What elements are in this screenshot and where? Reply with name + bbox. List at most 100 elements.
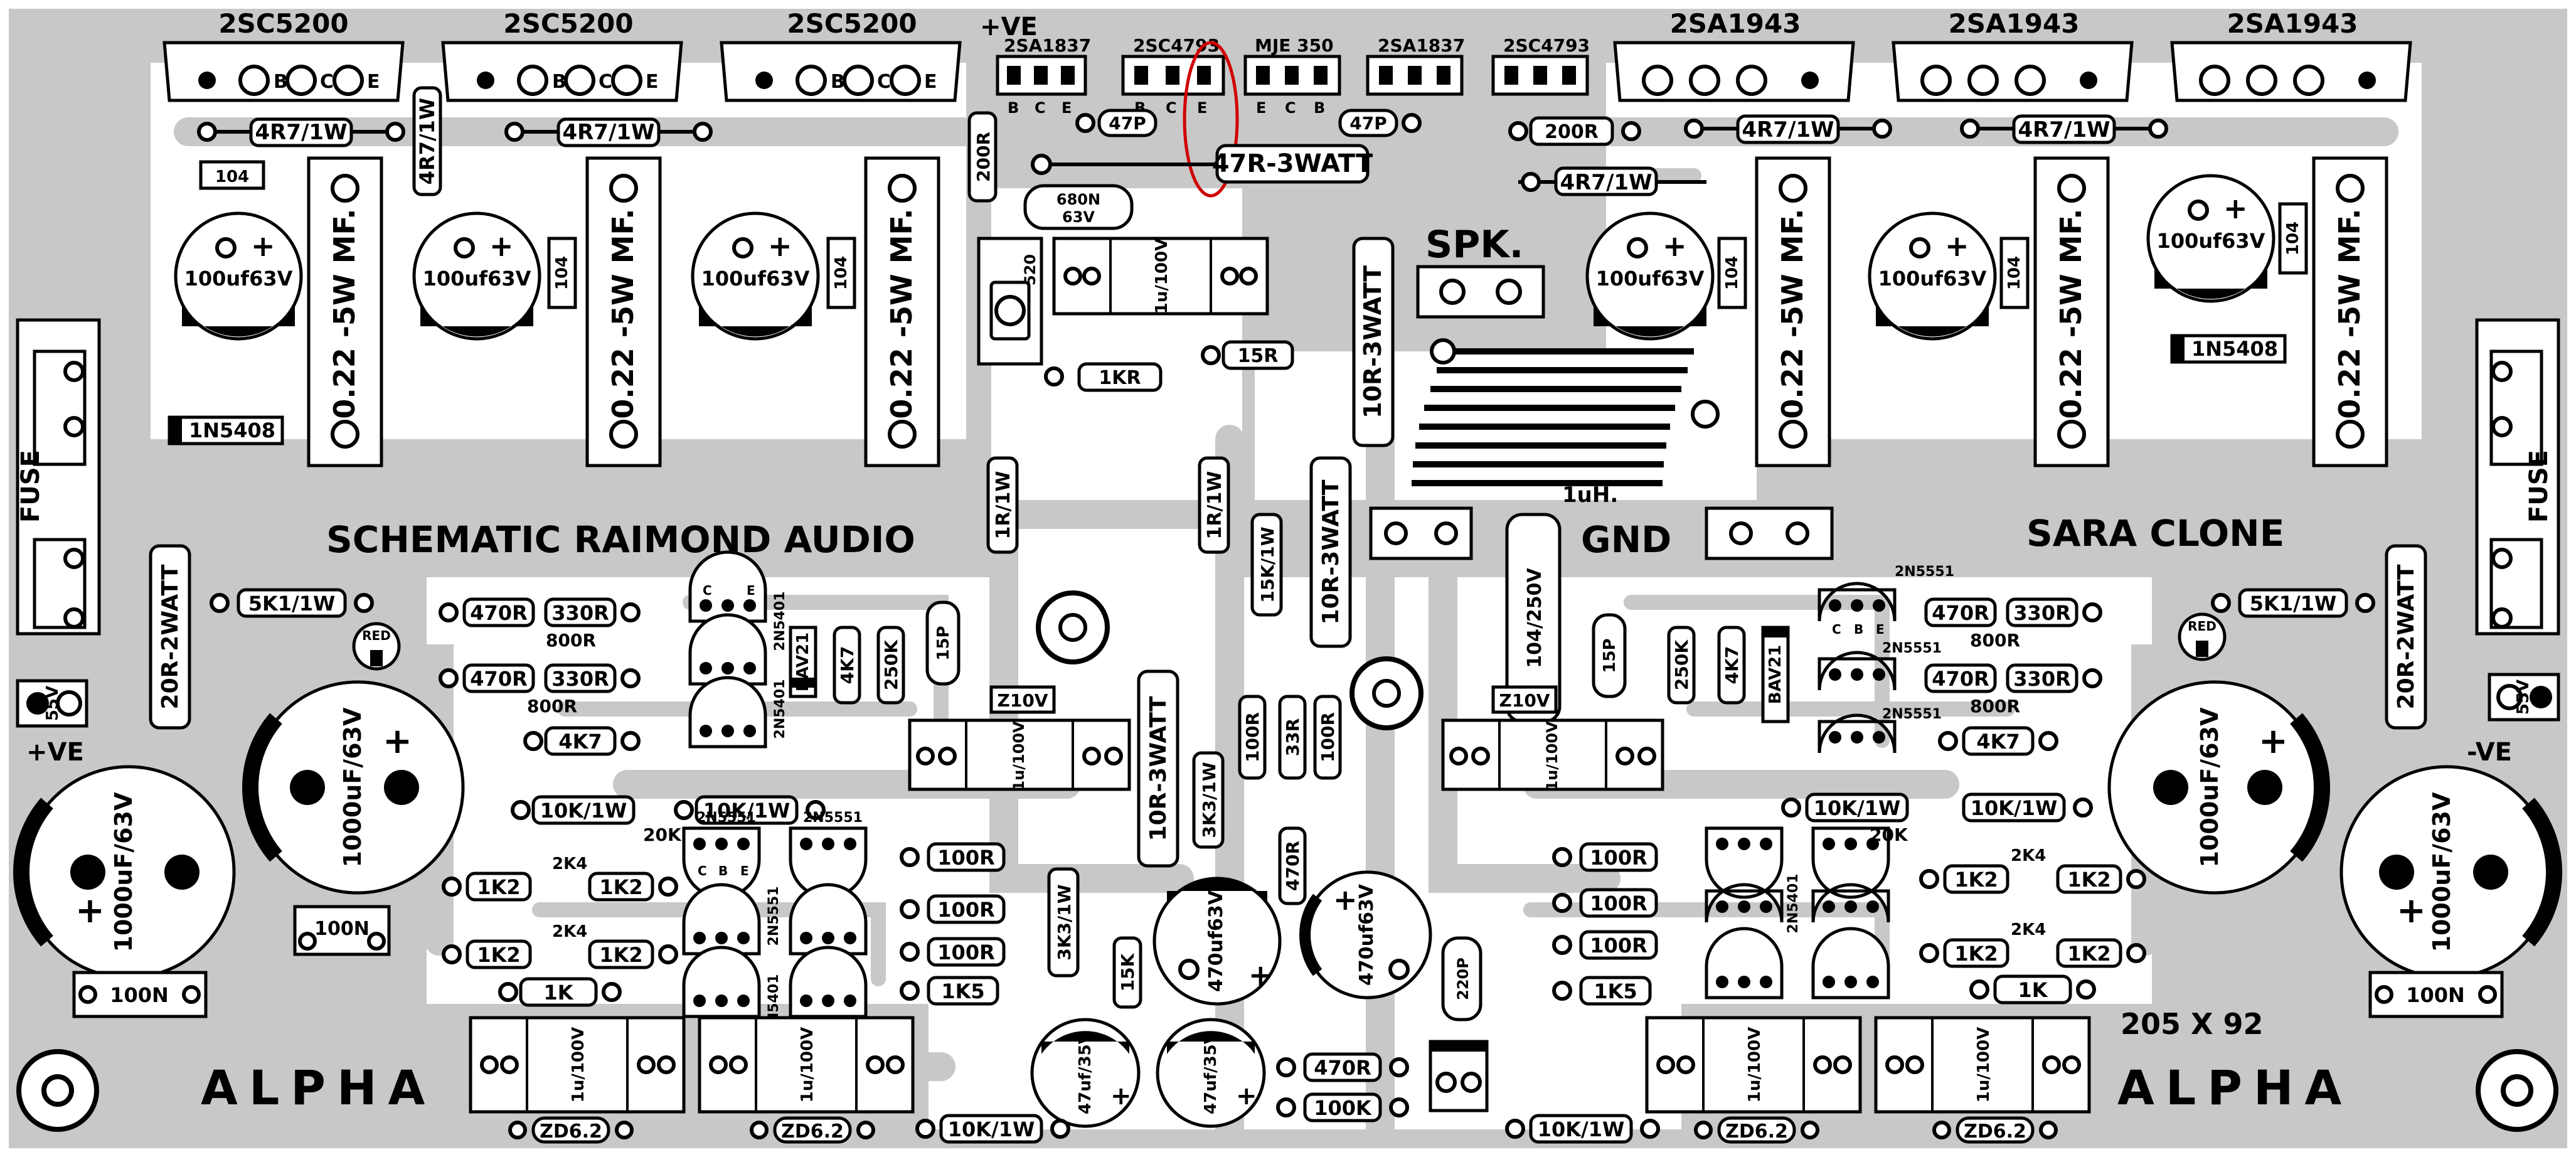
- svg-text:0.22 -5W MF.: 0.22 -5W MF.: [606, 208, 640, 419]
- svg-text:330R: 330R: [551, 601, 609, 625]
- svg-text:104: 104: [832, 256, 851, 290]
- svg-text:250K: 250K: [1671, 639, 1692, 690]
- svg-text:2SC4793: 2SC4793: [1133, 35, 1220, 56]
- svg-text:4K7: 4K7: [1722, 646, 1742, 685]
- svg-text:470R: 470R: [1932, 667, 1989, 691]
- gnd-terminal-right: [1705, 506, 1834, 560]
- driver-2sa1837-1: 2SA1837 B C E: [996, 35, 1091, 117]
- svg-text:1u/100V: 1u/100V: [798, 1027, 817, 1103]
- svg-text:100K: 100K: [1314, 1096, 1372, 1120]
- fuse-left: FUSE: [16, 318, 101, 636]
- svg-text:Z10V: Z10V: [1499, 690, 1550, 711]
- svg-text:10K/1W: 10K/1W: [1971, 796, 2058, 820]
- svg-text:470R: 470R: [470, 601, 527, 625]
- right-stage-resistors: 470R 330R 800R 470R 330R 800R 4K7 10K/1W…: [1781, 597, 2146, 1005]
- svg-text:47P: 47P: [1349, 113, 1387, 134]
- svg-text:1u/100V: 1u/100V: [569, 1027, 588, 1103]
- svg-text:1uH.: 1uH.: [1562, 483, 1618, 508]
- driver-2sc4793-2: 2SC4793: [1491, 35, 1590, 96]
- svg-text:C: C: [1166, 99, 1177, 117]
- svg-text:5K1/1W: 5K1/1W: [248, 592, 336, 616]
- svg-text:SPK.: SPK.: [1425, 223, 1523, 267]
- svg-text:4R7/1W: 4R7/1W: [415, 98, 439, 184]
- transistor-2sc5200-3: 2SC5200 B C E: [720, 8, 962, 102]
- svg-text:20R-2WATT: 20R-2WATT: [157, 564, 183, 709]
- emitter-resistor-4: 0.22 -5W MF.: [1755, 156, 1831, 467]
- svg-text:+: +: [75, 890, 105, 931]
- svg-text:ZD6.2: ZD6.2: [781, 1121, 844, 1143]
- svg-text:+: +: [1333, 883, 1358, 917]
- svg-text:0.22 -5W MF.: 0.22 -5W MF.: [2054, 208, 2088, 419]
- highlight-circle: [1183, 41, 1239, 198]
- cap-1000uf-2: 1000uF/63V+: [242, 680, 465, 895]
- svg-text:ZD6.2: ZD6.2: [1725, 1121, 1788, 1143]
- svg-text:100uf63V: 100uf63V: [1596, 267, 1705, 291]
- svg-text:470R: 470R: [1282, 841, 1303, 891]
- svg-text:2SA1837: 2SA1837: [1378, 35, 1465, 56]
- svg-text:+: +: [2259, 721, 2288, 762]
- svg-text:C: C: [877, 71, 891, 93]
- svg-text:2N5551: 2N5551: [1882, 706, 1942, 722]
- svg-text:47P: 47P: [1109, 113, 1146, 134]
- svg-text:2SC5200: 2SC5200: [503, 8, 633, 39]
- left-middle: BAV21 4K7 250K 15P 1u/100V Z10V 100R 100…: [789, 600, 1142, 1009]
- svg-text:E: E: [646, 71, 659, 93]
- svg-text:100R: 100R: [1242, 712, 1263, 762]
- svg-text:B: B: [552, 71, 567, 93]
- svg-text:2K4: 2K4: [2011, 846, 2046, 865]
- svg-text:100uf63V: 100uf63V: [2157, 229, 2265, 253]
- svg-text:C: C: [698, 863, 707, 878]
- svg-text:2N5551: 2N5551: [1895, 564, 1954, 580]
- caps-100n: 100N 100N 100N: [72, 905, 2504, 1018]
- svg-text:47R-3WATT: 47R-3WATT: [1212, 149, 1373, 178]
- emitter-resistor-6: 0.22 -5W MF.: [2312, 156, 2388, 467]
- svg-text:+VE: +VE: [26, 738, 84, 767]
- svg-text:1N5408: 1N5408: [189, 419, 275, 442]
- svg-text:330R: 330R: [2013, 601, 2070, 625]
- svg-text:ZD6.2: ZD6.2: [540, 1121, 602, 1143]
- left-stage-resistors: 470R 330R 800R 470R 330R 800R 4K7 10K/1W…: [439, 597, 826, 1007]
- svg-text:+: +: [1248, 958, 1273, 992]
- svg-text:+: +: [383, 721, 412, 762]
- svg-text:2K4: 2K4: [552, 922, 587, 941]
- transistor-2sa1943-3: 2SA1943: [2170, 8, 2412, 102]
- svg-text:E: E: [924, 71, 937, 93]
- svg-text:1000uF/63V: 1000uF/63V: [110, 792, 137, 952]
- svg-text:1K: 1K: [2018, 978, 2048, 1002]
- cap-1000uf-3: 1000uF/63V +: [2107, 680, 2330, 895]
- svg-text:100R: 100R: [1317, 712, 1338, 762]
- speaker-terminal: [1416, 265, 1545, 319]
- svg-text:B: B: [1008, 99, 1019, 117]
- svg-text:+: +: [768, 229, 792, 263]
- svg-text:100N: 100N: [2406, 983, 2465, 1007]
- svg-text:+: +: [2397, 890, 2426, 931]
- bias-right: 20R-2WATT 5K1/1W RED: [2178, 544, 2427, 730]
- svg-text:MJE 350: MJE 350: [1255, 35, 1334, 56]
- svg-text:+: +: [251, 229, 275, 263]
- svg-text:2SA1943: 2SA1943: [1670, 8, 1801, 39]
- svg-text:2SA1943: 2SA1943: [2227, 8, 2358, 39]
- svg-text:100R: 100R: [1590, 934, 1647, 957]
- svg-text:0.22 -5W MF.: 0.22 -5W MF.: [2333, 208, 2366, 419]
- svg-text:470uf63V: 470uf63V: [1356, 883, 1378, 986]
- svg-text:330R: 330R: [2013, 667, 2070, 691]
- zener-diodes: ZD6.2 ZD6.2 ZD6.2 ZD6.2: [508, 1116, 2058, 1144]
- svg-text:104: 104: [2005, 256, 2024, 290]
- cap-100uf-6: +100uf63V: [2146, 174, 2275, 303]
- svg-text:ZD6.2: ZD6.2: [1964, 1121, 2026, 1143]
- svg-text:E: E: [1062, 99, 1072, 117]
- right-small-transistors: 2N5551 CBE 2N5551 2N5551 2N5401 2N5551 2…: [1705, 564, 1954, 1000]
- emitter-resistor-5: 0.22 -5W MF.: [2033, 156, 2110, 467]
- transistor-2sa1943-2: 2SA1943: [1892, 8, 2134, 102]
- svg-text:2N5401: 2N5401: [772, 680, 788, 739]
- svg-text:1R/1W: 1R/1W: [993, 471, 1014, 540]
- cap-1000uf-1: 1000uF/63V+: [13, 765, 236, 979]
- svg-text:C: C: [599, 71, 612, 93]
- svg-text:1u/100V: 1u/100V: [1543, 721, 1561, 791]
- svg-text:1000uF/63V: 1000uF/63V: [2196, 707, 2223, 868]
- svg-text:200R: 200R: [973, 132, 994, 182]
- emitter-resistors: 0.22 -5W MF. 0.22 -5W MF. 0.22 -5W MF. 0…: [307, 156, 2388, 467]
- board-title-right: SARA CLONE: [2026, 512, 2284, 555]
- caps-104: 104 104 104 104 104 104: [199, 160, 2308, 309]
- svg-text:55V: 55V: [2514, 680, 2533, 715]
